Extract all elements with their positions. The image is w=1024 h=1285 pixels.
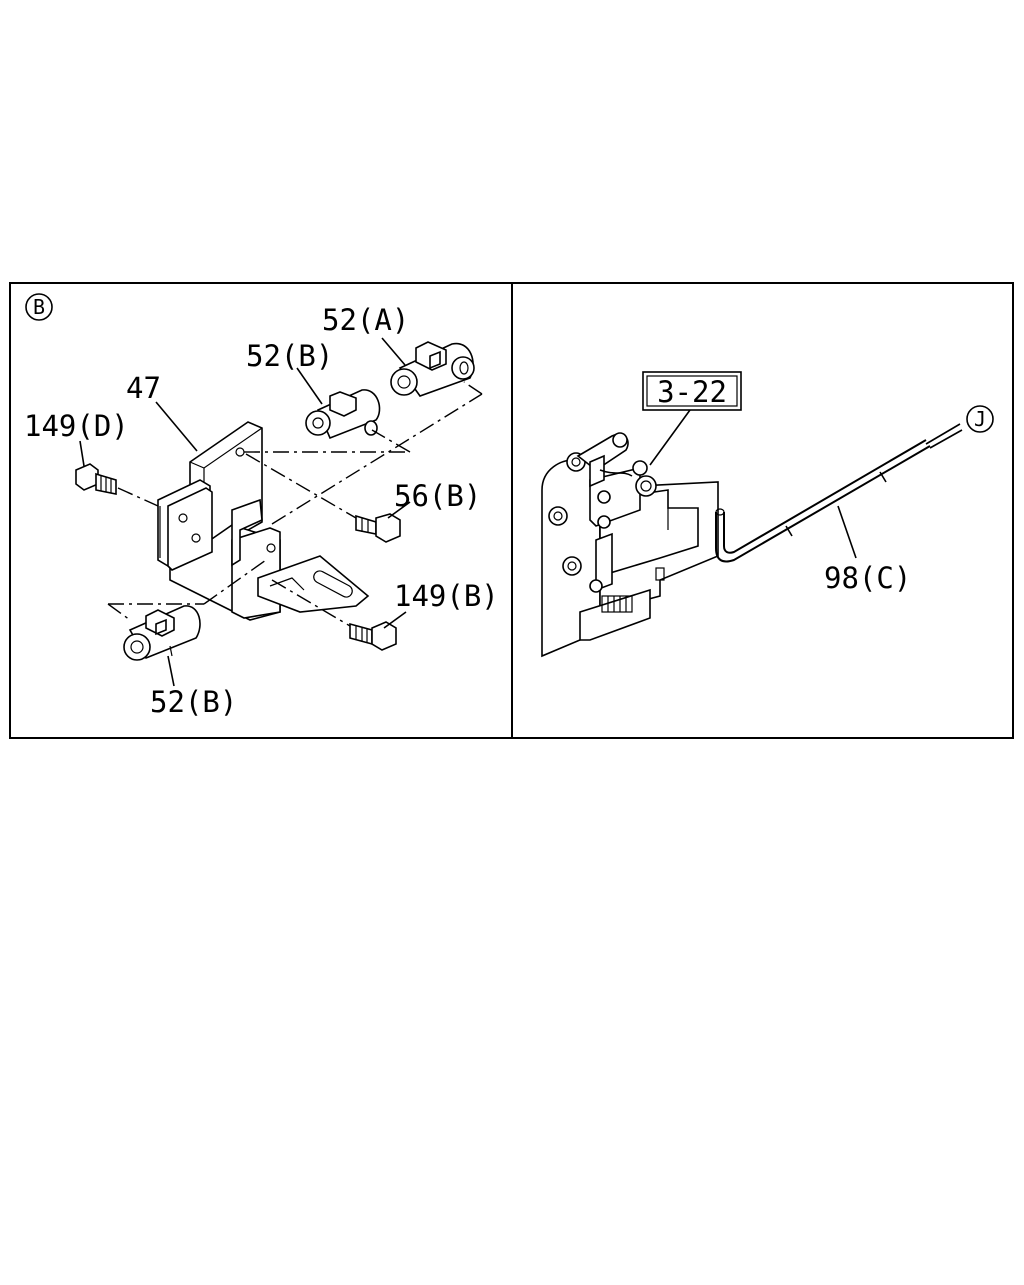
leader-98c xyxy=(837,505,857,559)
fitting-52b-bottom xyxy=(123,605,201,661)
bolt-149b xyxy=(349,621,397,651)
label-47: 47 xyxy=(126,371,161,405)
view-b-panel: B xyxy=(24,293,499,719)
view-j-panel: 3-22 xyxy=(541,371,994,658)
label-52a: 52(A) xyxy=(322,303,409,337)
leader-52a xyxy=(381,337,406,366)
reference-3-22: 3-22 xyxy=(657,375,727,409)
leader-149d xyxy=(79,440,85,467)
view-marker-b: B xyxy=(33,295,45,319)
view-marker-j: J xyxy=(974,407,986,431)
label-56b: 56(B) xyxy=(394,479,481,513)
view-marker-j-circle xyxy=(966,405,994,433)
label-149b: 149(B) xyxy=(394,579,499,613)
bolt-56b xyxy=(355,513,401,543)
leader-52b-bottom xyxy=(167,655,175,687)
label-52b-top: 52(B) xyxy=(246,339,333,373)
label-52b-bottom: 52(B) xyxy=(150,685,237,719)
label-98c: 98(C) xyxy=(824,561,911,595)
fitting-52a xyxy=(390,341,475,397)
leader-56b xyxy=(387,501,411,519)
bolt-149d xyxy=(75,463,159,507)
view-marker-b-circle xyxy=(25,293,53,321)
tube-98c xyxy=(715,423,963,563)
leader-149b xyxy=(383,611,407,629)
leader-47 xyxy=(155,401,198,452)
valve-assembly xyxy=(541,432,719,658)
reference-box-3-22 xyxy=(642,371,742,411)
fitting-52b-top xyxy=(305,389,381,440)
leader-3-22 xyxy=(649,409,691,466)
leader-52b-top xyxy=(296,367,323,405)
assembly-lines xyxy=(107,381,483,627)
reference-box-inner xyxy=(646,375,738,407)
bracket-47 xyxy=(157,421,370,621)
label-149d: 149(D) xyxy=(24,409,129,443)
